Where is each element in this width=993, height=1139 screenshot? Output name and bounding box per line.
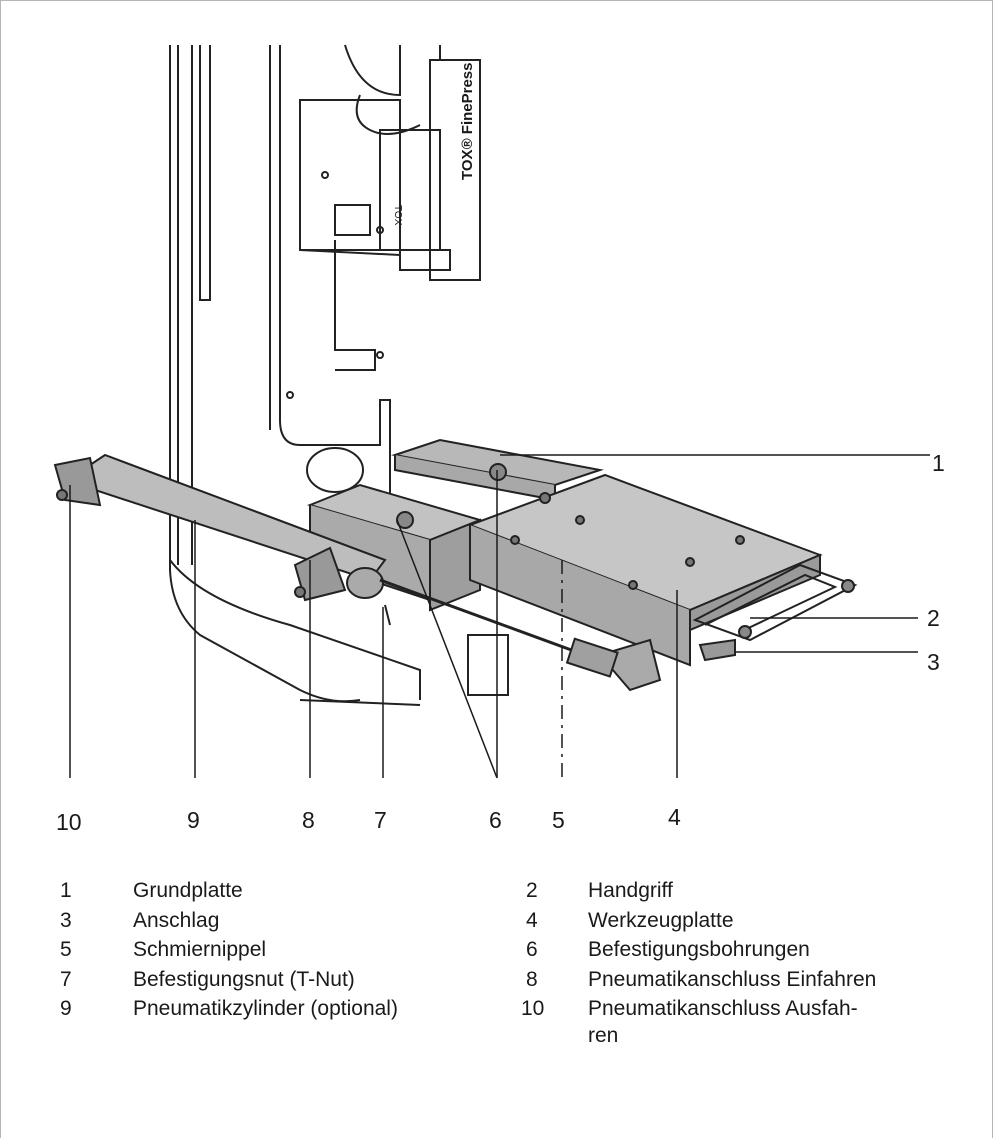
legend-number: 3 [60,909,72,932]
legend-number: 1 [60,879,72,902]
callout-7: 7 [374,807,387,833]
callout-4: 4 [668,804,681,830]
legend-text: Schmiernippel [133,938,267,961]
legend-number: 8 [526,968,538,991]
callout-5: 5 [552,807,565,833]
callout-1: 1 [932,450,945,476]
legend-number: 4 [526,909,538,932]
legend-text: ren [588,1024,619,1047]
slide-unit [53,438,858,692]
legend-number: 6 [526,938,538,961]
legend-number: 2 [526,879,538,902]
legend-text: Grundplatte [133,879,243,902]
legend-number: 10 [521,997,545,1020]
callout-3: 3 [927,649,940,675]
legend-text: Pneumatikanschluss Einfahren [588,968,877,991]
callout-8: 8 [302,807,315,833]
legend-text: Werkzeugplatte [588,909,734,932]
legend-text: Befestigungsbohrungen [588,938,810,961]
legend-text: Pneumatikzylinder (optional) [133,997,398,1020]
callout-2: 2 [927,605,940,631]
brand-label: TOX® FinePress [459,63,476,181]
legend-text: Anschlag [133,909,220,932]
legend-number: 9 [60,997,72,1020]
plate-label: TOX [392,205,403,226]
leader-lines [69,454,930,779]
press-frame-column [169,44,509,706]
press-illustration: TOX® FinePress TOX [53,44,930,779]
legend-number: 7 [60,968,72,991]
brand-text-group: TOX® FinePress TOX [392,63,476,226]
callout-10: 10 [56,809,82,835]
callout-9: 9 [187,807,200,833]
legend-text: Pneumatikanschluss Ausfah- [588,997,858,1020]
callout-6: 6 [489,807,502,833]
legend-text: Handgriff [588,879,673,902]
legend-text: Befestigungsnut (T-Nut) [133,968,355,991]
legend-number: 5 [60,938,72,961]
